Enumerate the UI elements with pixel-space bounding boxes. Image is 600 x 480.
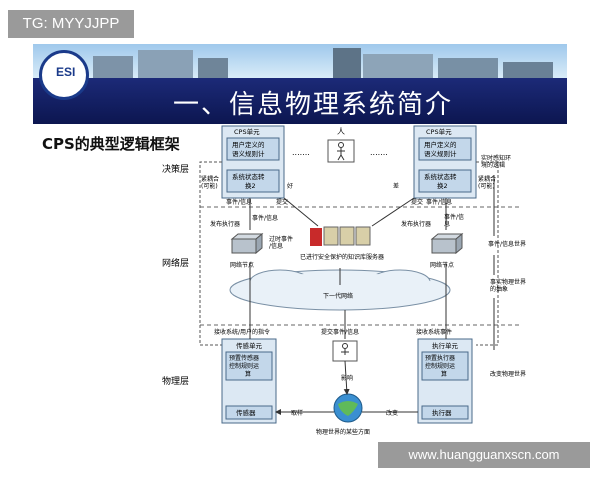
logo-text: ESI <box>56 65 76 79</box>
label-event-info-left: 事件/信息 <box>226 198 252 206</box>
network-node-right-label: 网络节点 <box>430 261 454 269</box>
person-top-label: 人 <box>337 127 345 136</box>
person-bottom <box>332 340 358 362</box>
ellipsis-left: ....... <box>292 148 310 157</box>
diagram-subtitle: CPS的典型逻辑框架 <box>42 135 180 153</box>
cps-unit-right-state-l2: 换2 <box>437 181 448 190</box>
label-filtered-l1: 过时事件 <box>269 235 293 243</box>
actuator-preset-l2: 控制规则运 <box>425 362 455 370</box>
next-gen-network-label: 下一代网络 <box>323 292 353 300</box>
annotation-abstract-l1: 事实物理世界 <box>490 278 526 286</box>
watermark-badge-top: TG: MYYJJPP <box>8 10 134 38</box>
network-node-left-label: 网络节点 <box>230 261 254 269</box>
cps-unit-left: CPS单元 用户定义的 语义规则计 系统状态转 换2 <box>221 125 285 199</box>
sensor-unit: 传感单元 预置传感器 控制规则运 算 传感器 <box>221 338 277 424</box>
person-top: 人 <box>327 127 355 163</box>
layer-label-decision: 决策层 <box>162 163 189 175</box>
sensor-preset-l1: 预置传感器 <box>229 354 259 362</box>
loop-left <box>199 161 222 346</box>
cps-unit-left-rule-l1: 用户定义的 <box>232 140 265 149</box>
annotation-change-world: 改变物理世界 <box>490 370 526 378</box>
cps-unit-left-label: CPS单元 <box>234 127 260 136</box>
label-influence: 影响 <box>341 374 353 382</box>
slide-title: 一、信息物理系统简介 <box>173 90 454 120</box>
person-icon <box>338 142 344 148</box>
label-event-info-right: 事件/信息 <box>426 198 452 206</box>
actuator-unit-label: 执行单元 <box>432 341 459 350</box>
knowledge-server-label: 已进行安全保护的知识库服务器 <box>300 253 384 261</box>
banner-band <box>33 78 567 124</box>
label-good: 好 <box>287 182 293 190</box>
loop-right <box>476 161 499 346</box>
sensor-label: 传感器 <box>236 408 256 417</box>
label-bad: 差 <box>393 182 399 190</box>
annotation-event-world: 事件/信息世界 <box>488 240 526 248</box>
cps-unit-left-state-l1: 系统状态转 <box>232 172 265 181</box>
label-submit-left: 提交 <box>276 198 288 206</box>
label-tight-coupling-right-l1: 紧耦合 <box>478 175 496 183</box>
layer-label-network: 网络层 <box>162 257 189 269</box>
network-node-left: 网络节点 <box>230 232 264 269</box>
arrow-left-server <box>283 197 319 227</box>
label-tight-coupling-right-l2: (可能) <box>478 182 495 190</box>
arrow-influence <box>343 360 350 395</box>
cps-unit-right-rule-l1: 用户定义的 <box>424 140 457 149</box>
label-event-info-mid-left: 事件/信息 <box>252 214 278 222</box>
label-event-info-mid-right-l1: 事件/信 <box>444 213 464 221</box>
layer-label-physical: 物理层 <box>162 375 189 387</box>
label-filtered-l2: /信息 <box>269 242 283 250</box>
annotation-realtime-l1: 实时感知环 <box>481 154 511 162</box>
actuator-label: 执行器 <box>432 408 452 417</box>
cps-unit-left-rule-l2: 语义规则计 <box>232 149 265 158</box>
arrow-right-server <box>371 197 415 227</box>
annotation-realtime-l2: 境的逻辑 <box>481 161 505 169</box>
cps-unit-left-state-l2: 换2 <box>245 181 256 190</box>
label-tight-coupling-left-l2: (可能) <box>201 182 218 190</box>
esi-logo: ESI <box>39 50 89 100</box>
cps-unit-right-label: CPS单元 <box>426 127 452 136</box>
ellipsis-right: ....... <box>370 148 388 157</box>
label-publish-right: 发布执行器 <box>401 220 431 228</box>
label-receive-right: 接收系统事件 <box>416 328 452 336</box>
cps-unit-right-rule-l2: 语义规则计 <box>424 149 457 158</box>
label-submit-info: 提交事件/信息 <box>321 328 359 336</box>
actuator-preset-l1: 预置执行器 <box>425 354 455 362</box>
next-gen-network-cloud: 下一代网络 <box>229 268 451 311</box>
label-submit-right: 提交 <box>411 198 423 206</box>
sensor-preset-l2: 控制规则运 <box>229 362 259 370</box>
label-change: 改变 <box>386 409 398 417</box>
sensor-unit-label: 传感单元 <box>236 341 263 350</box>
label-receive-left: 接收系统/用户的指令 <box>214 328 270 336</box>
title-banner: ESI 一、信息物理系统简介 <box>33 44 567 124</box>
network-node-right: 网络节点 <box>430 232 464 269</box>
annotation-abstract-l2: 的抽象 <box>490 285 508 293</box>
physical-world-label: 物理世界的某些方面 <box>316 428 370 436</box>
label-tight-coupling-left-l1: 紧耦合 <box>201 175 219 183</box>
physical-world: 物理世界的某些方面 <box>316 393 370 436</box>
actuator-unit: 执行单元 预置执行器 控制规则运 算 执行器 <box>417 338 473 424</box>
knowledge-server: 已进行安全保护的知识库服务器 <box>300 226 384 261</box>
person-bottom-icon <box>342 343 348 349</box>
firewall-icon <box>310 228 322 246</box>
label-sample: 取样 <box>291 409 303 417</box>
label-event-info-mid-right-l2: 息 <box>444 220 450 228</box>
cps-unit-right-state-l1: 系统状态转 <box>424 172 457 181</box>
label-publish-left: 发布执行器 <box>210 220 240 228</box>
sensor-preset-l3: 算 <box>245 370 251 378</box>
banner-buildings <box>93 48 553 78</box>
actuator-preset-l3: 算 <box>441 370 447 378</box>
watermark-badge-bottom: www.huangguanxscn.com <box>378 442 590 468</box>
cps-unit-right: CPS单元 用户定义的 语义规则计 系统状态转 换2 <box>413 125 477 199</box>
